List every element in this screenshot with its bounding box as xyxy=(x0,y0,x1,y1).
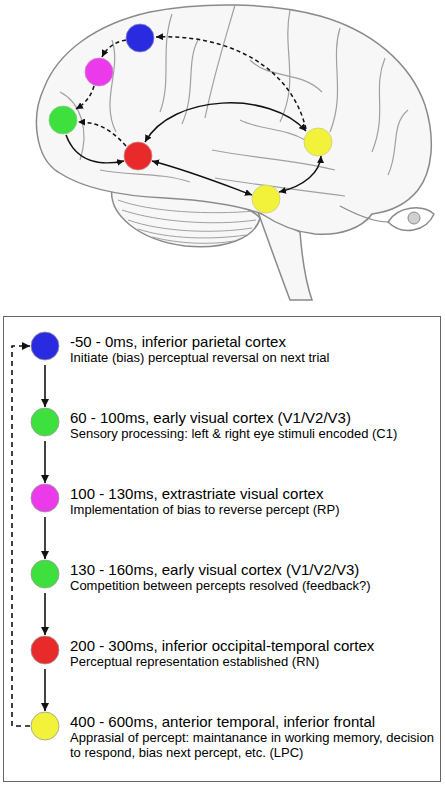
region-dot xyxy=(85,58,113,86)
region-dot xyxy=(30,711,60,741)
dashed-pathway xyxy=(156,37,306,129)
step-description: Sensory processing: left & right eye sti… xyxy=(70,426,442,441)
cerebellum-fold xyxy=(128,220,252,231)
brain-sulcus xyxy=(388,110,408,175)
region-dot xyxy=(30,407,60,437)
time-step-item: 400 - 600ms, anterior temporal, inferior… xyxy=(30,711,442,760)
region-dot xyxy=(126,24,154,52)
eye-outline xyxy=(388,208,434,231)
cerebrum-outline xyxy=(36,5,431,234)
region-dot-fill xyxy=(31,712,59,740)
brain-sulcus xyxy=(240,120,305,140)
dashed-pathway xyxy=(76,86,94,109)
step-heading: 200 - 300ms, inferior occipital-temporal… xyxy=(70,637,442,654)
step-description: Initiate (bias) perceptual reversal on n… xyxy=(70,350,442,365)
region-dot xyxy=(30,559,60,589)
time-step-item: 130 - 160ms, early visual cortex (V1/V2/… xyxy=(30,559,442,593)
brain-sulcus xyxy=(280,10,290,122)
step-description: Implementation of bias to reverse percep… xyxy=(70,502,442,517)
cerebellum-fold xyxy=(138,229,246,238)
sequence-arrow xyxy=(12,346,30,726)
time-step-item: 100 - 130ms, extrastriate visual cortexI… xyxy=(30,483,442,517)
solid-pathway xyxy=(152,161,252,195)
brain-sulcus xyxy=(110,40,116,132)
time-step-item: 200 - 300ms, inferior occipital-temporal… xyxy=(30,635,442,669)
sequence-arrow xyxy=(44,669,46,711)
region-dot-fill xyxy=(31,332,59,360)
brain-sulcus xyxy=(160,14,172,112)
brain-sulcus xyxy=(215,178,345,196)
step-text-column: 60 - 100ms, early visual cortex (V1/V2/V… xyxy=(70,407,442,441)
brain-sulcus xyxy=(100,170,190,182)
region-dot-fill xyxy=(31,560,59,588)
region-dot-fill xyxy=(31,408,59,436)
step-text-column: 130 - 160ms, early visual cortex (V1/V2/… xyxy=(70,559,442,593)
cerebellum-fold xyxy=(152,237,234,243)
sequence-arrow xyxy=(44,517,46,559)
dashed-pathway xyxy=(102,40,126,57)
region-dot-fill xyxy=(31,636,59,664)
solid-pathway xyxy=(66,135,124,163)
time-step-item: 60 - 100ms, early visual cortex (V1/V2/V… xyxy=(30,407,442,441)
region-dot xyxy=(30,635,60,665)
step-text-column: -50 - 0ms, inferior parietal cortexIniti… xyxy=(70,331,442,365)
step-heading: 400 - 600ms, anterior temporal, inferior… xyxy=(70,713,442,730)
region-dot xyxy=(49,106,77,134)
cerebellum-fold xyxy=(122,210,256,223)
step-text-column: 200 - 300ms, inferior occipital-temporal… xyxy=(70,635,442,669)
solid-pathway xyxy=(279,156,321,192)
brain-sulcus xyxy=(372,58,385,152)
region-dot xyxy=(252,185,280,213)
sequence-arrow xyxy=(44,441,46,483)
dashed-pathway xyxy=(78,122,126,146)
step-description: Perceptual representation established (R… xyxy=(70,654,442,669)
step-heading: -50 - 0ms, inferior parietal cortex xyxy=(70,333,442,350)
step-heading: 60 - 100ms, early visual cortex (V1/V2/V… xyxy=(70,409,442,426)
region-dot xyxy=(30,483,60,513)
eye-iris xyxy=(408,212,420,224)
region-dot xyxy=(124,142,152,170)
brain-sulcus xyxy=(250,60,322,92)
brain-sulcus xyxy=(330,28,340,132)
sequence-arrow xyxy=(44,365,46,407)
sequence-arrow xyxy=(44,593,46,635)
region-dot-fill xyxy=(31,484,59,512)
solid-pathway xyxy=(145,103,306,142)
optic-nerve xyxy=(340,206,388,222)
step-description: Competition between percepts resolved (f… xyxy=(70,578,442,593)
step-text-column: 400 - 600ms, anterior temporal, inferior… xyxy=(70,711,442,760)
step-heading: 130 - 160ms, early visual cortex (V1/V2/… xyxy=(70,561,442,578)
step-text-column: 100 - 130ms, extrastriate visual cortexI… xyxy=(70,483,442,517)
time-step-item: -50 - 0ms, inferior parietal cortexIniti… xyxy=(30,331,442,365)
panel-frame xyxy=(4,317,441,782)
brain-sulcus xyxy=(205,5,235,118)
region-dot xyxy=(304,128,332,156)
step-heading: 100 - 130ms, extrastriate visual cortex xyxy=(70,485,442,502)
region-dot xyxy=(30,331,60,361)
step-description: Apprasial of percept: maintanance in wor… xyxy=(70,730,442,760)
